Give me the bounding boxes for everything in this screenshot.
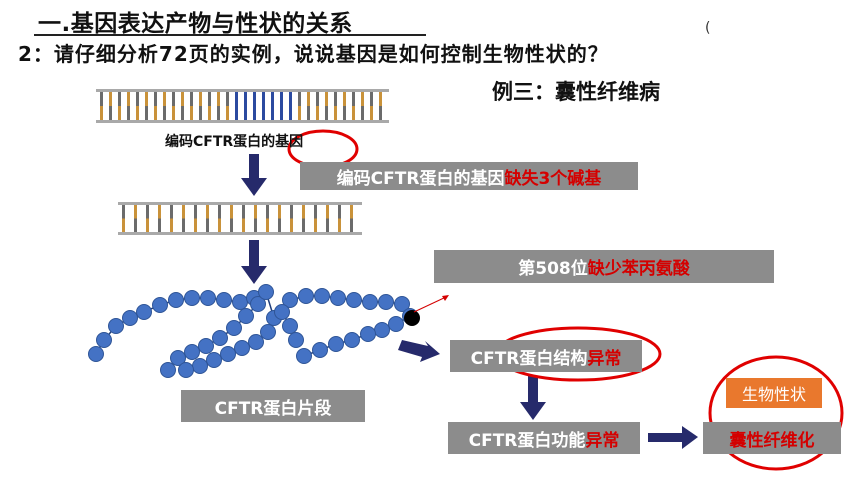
arrow-down-1 bbox=[241, 154, 267, 196]
arrow-right-disease bbox=[648, 426, 698, 449]
gene-label: 编码CFTR蛋白的基因 bbox=[165, 134, 304, 150]
arrow-down-3 bbox=[520, 376, 546, 420]
fragment-box: CFTR蛋白片段 bbox=[181, 390, 365, 422]
structure-highlight: 异常 bbox=[587, 348, 622, 369]
question-text: 2：请仔细分析72页的实例，说说基因是如何控制生物性状的？ bbox=[18, 42, 609, 66]
dna-strand-top bbox=[96, 89, 389, 123]
protein-bead-chain bbox=[88, 284, 420, 378]
red-circle-disease bbox=[708, 355, 844, 471]
structure-prefix: CFTR蛋白结构 bbox=[470, 348, 588, 369]
disease-label: 囊性纤维化 bbox=[729, 430, 815, 451]
trait-label: 生物性状 bbox=[726, 378, 822, 408]
deletion-prefix: 编码CFTR蛋白的基因 bbox=[336, 168, 505, 189]
function-box: CFTR蛋白功能异常 bbox=[448, 422, 640, 454]
title-underline bbox=[34, 34, 426, 36]
arrow-right-structure bbox=[398, 340, 440, 362]
aa-prefix: 第508位 bbox=[518, 259, 588, 279]
dna-strand-mutated bbox=[118, 202, 362, 235]
fragment-label: CFTR蛋白片段 bbox=[214, 398, 332, 419]
small-red-arrow bbox=[413, 295, 449, 313]
deletion-highlight: 缺失3个碱基 bbox=[504, 168, 602, 189]
slide-title: 一.基因表达产物与性状的关系 bbox=[38, 11, 353, 37]
function-prefix: CFTR蛋白功能 bbox=[468, 430, 586, 451]
function-highlight: 异常 bbox=[585, 430, 620, 451]
deletion-box: 编码CFTR蛋白的基因缺失3个碱基 bbox=[300, 162, 638, 190]
arrow-down-2 bbox=[241, 240, 267, 284]
example-title: 例三：囊性纤维病 bbox=[492, 80, 660, 104]
aa-highlight: 缺少苯丙氨酸 bbox=[587, 259, 690, 279]
structure-box: CFTR蛋白结构异常 bbox=[450, 340, 642, 372]
amino-acid-box: 第508位缺少苯丙氨酸 bbox=[434, 250, 774, 283]
disease-box: 囊性纤维化 bbox=[703, 422, 841, 454]
stray-paren: ( bbox=[705, 20, 711, 36]
